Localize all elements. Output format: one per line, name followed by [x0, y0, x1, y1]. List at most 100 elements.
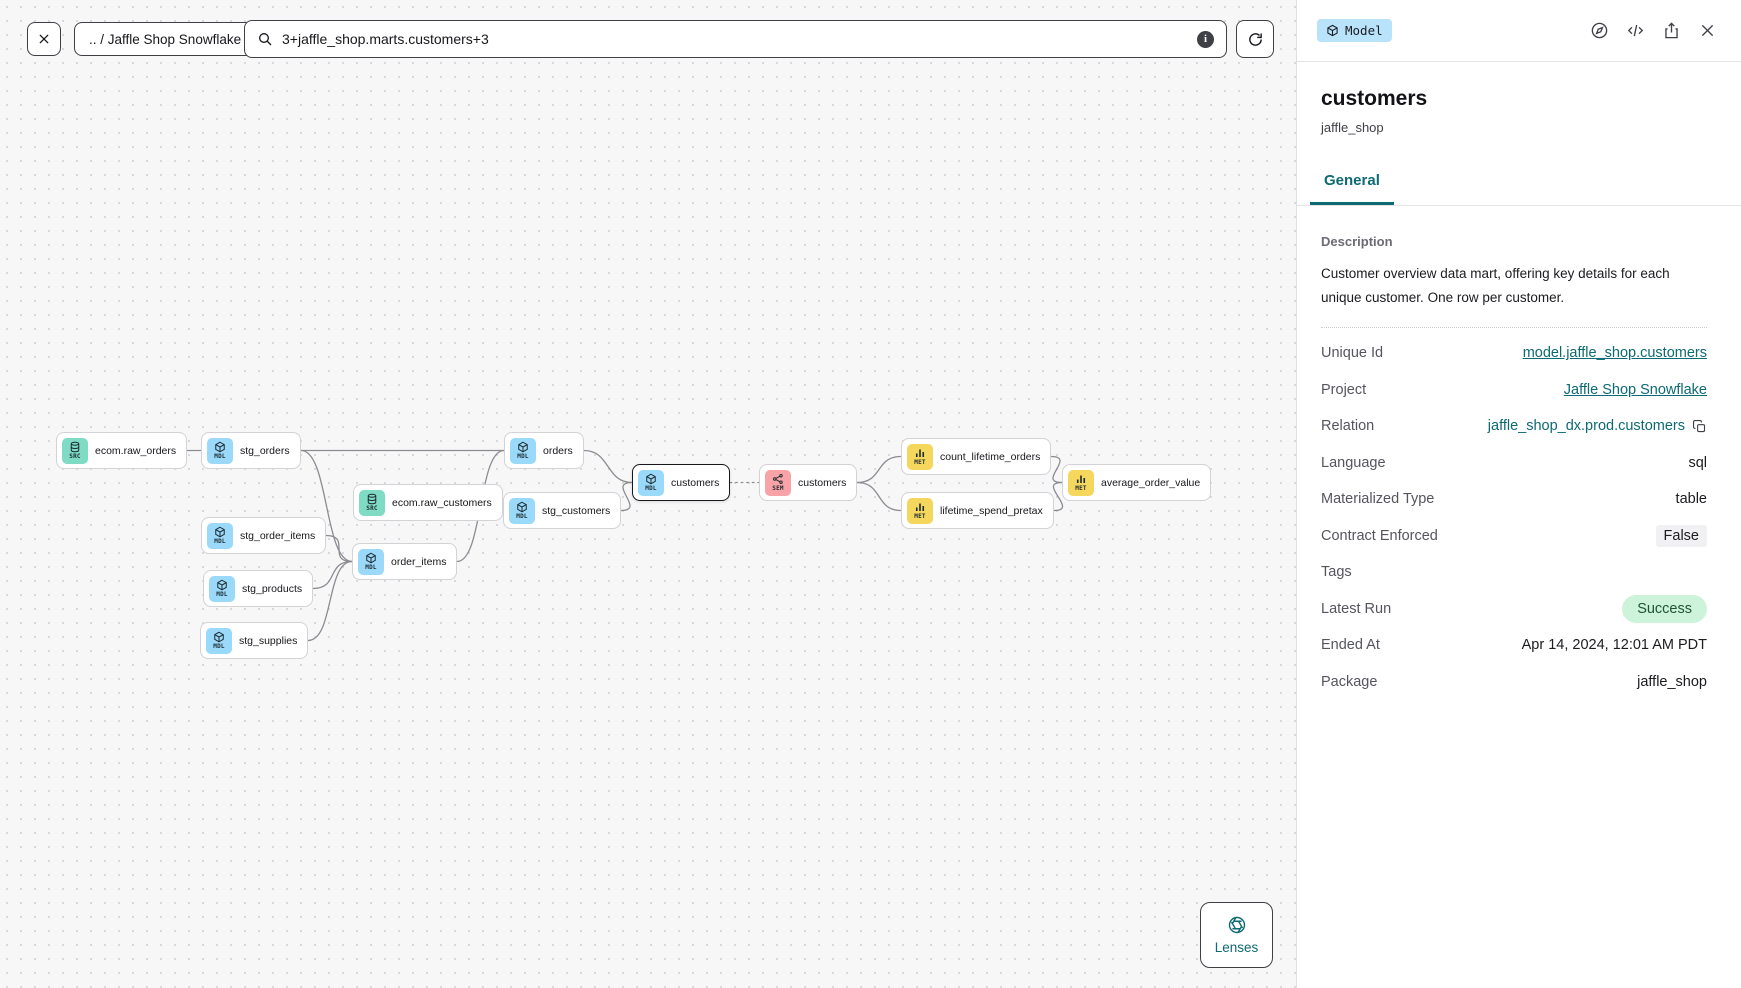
- explore-icon[interactable]: [1590, 21, 1609, 40]
- model-icon: MDL: [206, 627, 232, 654]
- lineage-node-average_order_value[interactable]: MET average_order_value: [1062, 464, 1212, 501]
- node-label: count_lifetime_orders: [940, 450, 1041, 463]
- description-text: Customer overview data mart, offering ke…: [1321, 266, 1670, 305]
- tab-general[interactable]: General: [1310, 172, 1394, 205]
- semantic-model-icon: SEM: [765, 469, 791, 496]
- lineage-node-stg_order_items[interactable]: MDL stg_order_items: [201, 517, 327, 554]
- node-label: average_order_value: [1101, 476, 1201, 489]
- lineage-edges: [186, 449, 1064, 642]
- node-label: stg_orders: [240, 444, 290, 457]
- close-lineage-button[interactable]: [27, 22, 61, 56]
- close-panel-icon[interactable]: [1698, 21, 1717, 40]
- lineage-node-ecom.raw_orders[interactable]: SRC ecom.raw_orders: [56, 432, 188, 469]
- lineage-node-customers_sem[interactable]: SEM customers: [759, 464, 858, 501]
- divider: [1321, 327, 1707, 328]
- node-label: orders: [543, 444, 573, 457]
- node-label: stg_products: [242, 582, 303, 595]
- metric-icon: MET: [907, 443, 933, 470]
- share-icon[interactable]: [1662, 21, 1681, 40]
- page-title: customers: [1321, 87, 1428, 110]
- detail-row-package: Package jaffle_shop: [1321, 664, 1707, 701]
- close-icon: [39, 34, 49, 44]
- aperture-icon: [1228, 916, 1245, 934]
- model-icon: MDL: [209, 575, 235, 602]
- detail-label: Tags: [1321, 564, 1352, 581]
- code-icon[interactable]: [1626, 21, 1645, 40]
- lineage-node-stg_products[interactable]: MDL stg_products: [203, 570, 314, 607]
- model-cube-icon: [1327, 24, 1338, 37]
- breadcrumb[interactable]: .. / Jaffle Shop Snowflake: [74, 22, 257, 56]
- node-label: ecom.raw_customers: [392, 496, 492, 509]
- detail-row-tags: Tags: [1321, 554, 1707, 591]
- refresh-button[interactable]: [1236, 20, 1274, 58]
- info-icon[interactable]: i: [1197, 30, 1214, 48]
- detail-value-relation[interactable]: jaffle_shop_dx.prod.customers: [1487, 418, 1685, 435]
- source-icon: SRC: [62, 437, 88, 464]
- lineage-node-stg_customers[interactable]: MDL stg_customers: [503, 492, 622, 529]
- search-icon: [259, 33, 272, 46]
- lineage-node-stg_supplies[interactable]: MDL stg_supplies: [200, 622, 309, 659]
- lenses-button[interactable]: Lenses: [1200, 902, 1273, 968]
- detail-value-unique-id[interactable]: model.jaffle_shop.customers: [1522, 345, 1707, 362]
- model-icon: MDL: [358, 548, 384, 575]
- detail-label: Relation: [1321, 418, 1375, 435]
- detail-label: Language: [1321, 454, 1386, 471]
- search-input[interactable]: [282, 31, 1188, 47]
- detail-row-ended-at: Ended At Apr 14, 2024, 12:01 AM PDT: [1321, 627, 1707, 664]
- node-label: order_items: [391, 555, 447, 568]
- detail-row-latest-run: Latest Run Success: [1321, 591, 1707, 628]
- lineage-node-lifetime_spend_pretax[interactable]: MET lifetime_spend_pretax: [901, 492, 1054, 529]
- model-schema: jaffle_shop: [1321, 120, 1384, 135]
- detail-row-language: Language sql: [1321, 445, 1707, 482]
- lineage-node-stg_orders[interactable]: MDL stg_orders: [201, 432, 301, 469]
- lenses-label: Lenses: [1214, 940, 1259, 955]
- detail-row-materialized-type: Materialized Type table: [1321, 481, 1707, 518]
- model-icon: MDL: [207, 522, 233, 549]
- metric-icon: MET: [907, 497, 933, 524]
- model-icon: MDL: [638, 469, 664, 496]
- detail-value-ended-at: Apr 14, 2024, 12:01 AM PDT: [1521, 637, 1707, 654]
- detail-label: Ended At: [1321, 637, 1380, 654]
- refresh-icon: [1248, 32, 1262, 46]
- lineage-node-count_lifetime_orders[interactable]: MET count_lifetime_orders: [901, 438, 1052, 475]
- lineage-node-ecom.raw_customers[interactable]: SRC ecom.raw_customers: [353, 484, 503, 521]
- model-icon: MDL: [207, 437, 233, 464]
- lineage-node-customers[interactable]: MDL customers: [632, 464, 731, 501]
- lineage-node-orders[interactable]: MDL orders: [504, 432, 584, 469]
- description-label: Description: [1321, 234, 1393, 249]
- detail-value-language: sql: [1688, 454, 1707, 471]
- node-label: stg_order_items: [240, 529, 316, 542]
- lineage-node-order_items[interactable]: MDL order_items: [352, 543, 458, 580]
- model-icon: MDL: [510, 437, 536, 464]
- detail-value-latest-run: Success: [1622, 594, 1707, 623]
- search-bar[interactable]: i: [244, 20, 1227, 58]
- node-label: stg_customers: [542, 504, 611, 517]
- source-icon: SRC: [359, 489, 385, 516]
- detail-label: Materialized Type: [1321, 491, 1435, 508]
- detail-label: Latest Run: [1321, 600, 1392, 617]
- copy-icon[interactable]: [1692, 419, 1707, 434]
- detail-row-project: Project Jaffle Shop Snowflake: [1321, 372, 1707, 409]
- model-icon: MDL: [509, 497, 535, 524]
- breadcrumb-label: .. / Jaffle Shop Snowflake: [89, 31, 242, 47]
- detail-label: Project: [1321, 381, 1367, 398]
- node-label: stg_supplies: [239, 634, 298, 647]
- panel-body: customers jaffle_shop General Descriptio…: [1297, 62, 1741, 700]
- tab-bar: General: [1297, 172, 1741, 206]
- detail-label: Contract Enforced: [1321, 527, 1438, 544]
- node-label: ecom.raw_orders: [95, 444, 177, 457]
- detail-value-package: jaffle_shop: [1637, 673, 1707, 690]
- detail-label: Package: [1321, 673, 1378, 690]
- node-label: lifetime_spend_pretax: [940, 504, 1043, 517]
- detail-value-project[interactable]: Jaffle Shop Snowflake: [1563, 381, 1707, 398]
- resource-type-label: Model: [1345, 23, 1383, 38]
- node-label: customers: [798, 476, 847, 489]
- node-label: customers: [671, 476, 720, 489]
- metric-icon: MET: [1068, 469, 1094, 496]
- detail-value-materialized-type: table: [1675, 491, 1707, 508]
